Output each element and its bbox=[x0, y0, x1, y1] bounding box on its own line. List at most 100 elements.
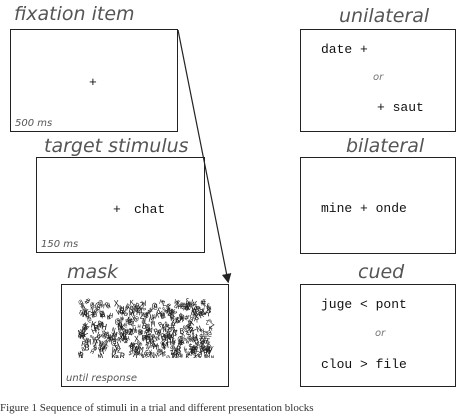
svg-text:&: & bbox=[161, 342, 166, 350]
svg-text:K: K bbox=[209, 326, 213, 333]
svg-text:H: H bbox=[173, 350, 178, 358]
svg-text:#: # bbox=[124, 327, 130, 337]
svg-text:Z: Z bbox=[90, 310, 97, 320]
svg-text:N: N bbox=[81, 304, 87, 311]
svg-text:R: R bbox=[175, 351, 182, 358]
svg-text:X: X bbox=[188, 318, 195, 329]
svg-text:Z: Z bbox=[206, 320, 210, 326]
svg-text:Z: Z bbox=[138, 300, 145, 311]
bilateral-title: bilateral bbox=[346, 135, 425, 157]
svg-text:R: R bbox=[199, 346, 208, 358]
svg-text:H: H bbox=[185, 324, 190, 331]
svg-text:%: % bbox=[85, 313, 90, 321]
svg-text:W: W bbox=[145, 345, 151, 352]
svg-text:$: $ bbox=[142, 356, 146, 358]
svg-text:B: B bbox=[102, 330, 109, 339]
svg-text:N: N bbox=[129, 340, 136, 351]
svg-text:#: # bbox=[124, 306, 129, 313]
svg-text:B: B bbox=[84, 343, 91, 354]
svg-text:#: # bbox=[170, 322, 176, 332]
svg-text:N: N bbox=[187, 320, 192, 327]
svg-text:@: @ bbox=[117, 325, 123, 333]
svg-text:Z: Z bbox=[117, 347, 122, 355]
svg-text:M: M bbox=[117, 305, 121, 311]
svg-text:W: W bbox=[105, 302, 113, 311]
svg-text:N: N bbox=[183, 302, 191, 313]
svg-text:%: % bbox=[186, 336, 192, 343]
svg-text:B: B bbox=[148, 334, 155, 345]
svg-text:@: @ bbox=[123, 322, 129, 329]
svg-text:%: % bbox=[181, 324, 188, 335]
svg-text:@: @ bbox=[102, 338, 110, 347]
svg-text:B: B bbox=[141, 320, 148, 331]
svg-text:W: W bbox=[161, 345, 167, 352]
svg-text:W: W bbox=[83, 323, 91, 332]
svg-text:K: K bbox=[90, 320, 98, 331]
svg-text:W: W bbox=[153, 332, 161, 343]
svg-text:B: B bbox=[145, 335, 151, 345]
svg-text:X: X bbox=[81, 320, 90, 330]
svg-text:H: H bbox=[108, 311, 113, 320]
svg-text:H: H bbox=[192, 333, 199, 344]
svg-text:@: @ bbox=[203, 353, 208, 358]
fixation-cross: + bbox=[89, 75, 97, 90]
svg-text:M: M bbox=[112, 330, 117, 339]
svg-text:@: @ bbox=[98, 298, 103, 307]
svg-text:H: H bbox=[125, 335, 131, 343]
svg-text:H: H bbox=[132, 326, 137, 334]
svg-text:&: & bbox=[152, 340, 158, 350]
svg-text:@: @ bbox=[118, 321, 124, 328]
svg-text:R: R bbox=[133, 344, 140, 355]
svg-text:K: K bbox=[201, 339, 207, 349]
svg-text:M: M bbox=[137, 306, 142, 315]
svg-text:M: M bbox=[121, 311, 126, 318]
svg-text:%: % bbox=[179, 333, 189, 345]
svg-text:Z: Z bbox=[186, 348, 193, 358]
svg-text:N: N bbox=[131, 346, 137, 356]
svg-text:X: X bbox=[129, 327, 134, 336]
svg-text:@: @ bbox=[110, 337, 116, 347]
svg-text:%: % bbox=[100, 333, 106, 342]
svg-text:R: R bbox=[179, 313, 186, 323]
svg-text:W: W bbox=[191, 305, 198, 315]
svg-text:R: R bbox=[155, 328, 163, 338]
svg-text:K: K bbox=[185, 303, 191, 313]
mask-noise-pattern: HMXWRR&MM#MXRMBX%@%R%WXR&@BRRX@N&RW&M#$H… bbox=[78, 298, 215, 358]
svg-text:R: R bbox=[192, 312, 198, 319]
svg-text:M: M bbox=[100, 303, 105, 311]
svg-text:R: R bbox=[159, 331, 167, 342]
svg-text:W: W bbox=[172, 339, 177, 346]
svg-text:M: M bbox=[101, 345, 108, 353]
fixation-duration: 500 ms bbox=[15, 118, 53, 129]
svg-text:B: B bbox=[179, 327, 185, 336]
svg-text:R: R bbox=[160, 342, 166, 349]
svg-text:H: H bbox=[99, 310, 107, 320]
svg-text:K: K bbox=[120, 322, 127, 333]
svg-text:@: @ bbox=[176, 335, 184, 346]
svg-text:%: % bbox=[169, 343, 178, 353]
svg-text:X: X bbox=[126, 303, 134, 314]
unilateral-line-2: + saut bbox=[377, 100, 424, 115]
svg-text:@: @ bbox=[94, 304, 101, 313]
svg-text:&: & bbox=[202, 345, 210, 356]
svg-text:%: % bbox=[187, 334, 196, 345]
svg-text:R: R bbox=[172, 327, 178, 334]
target-fixation-cross: + bbox=[113, 202, 121, 217]
svg-text:B: B bbox=[105, 331, 110, 338]
svg-text:N: N bbox=[195, 323, 203, 334]
svg-text:#: # bbox=[107, 332, 113, 341]
svg-text:R: R bbox=[152, 326, 160, 336]
svg-text:N: N bbox=[133, 344, 141, 354]
svg-text:&: & bbox=[79, 308, 83, 316]
svg-text:X: X bbox=[159, 349, 163, 355]
svg-text:M: M bbox=[165, 307, 174, 318]
svg-text:@: @ bbox=[159, 309, 166, 319]
svg-text:Z: Z bbox=[128, 327, 133, 337]
svg-text:B: B bbox=[156, 349, 161, 356]
svg-text:#: # bbox=[90, 309, 97, 320]
svg-text:X: X bbox=[190, 346, 198, 357]
svg-text:K: K bbox=[147, 309, 153, 319]
svg-text:$: $ bbox=[166, 323, 171, 332]
svg-text:%: % bbox=[82, 337, 86, 343]
svg-text:%: % bbox=[90, 333, 94, 341]
